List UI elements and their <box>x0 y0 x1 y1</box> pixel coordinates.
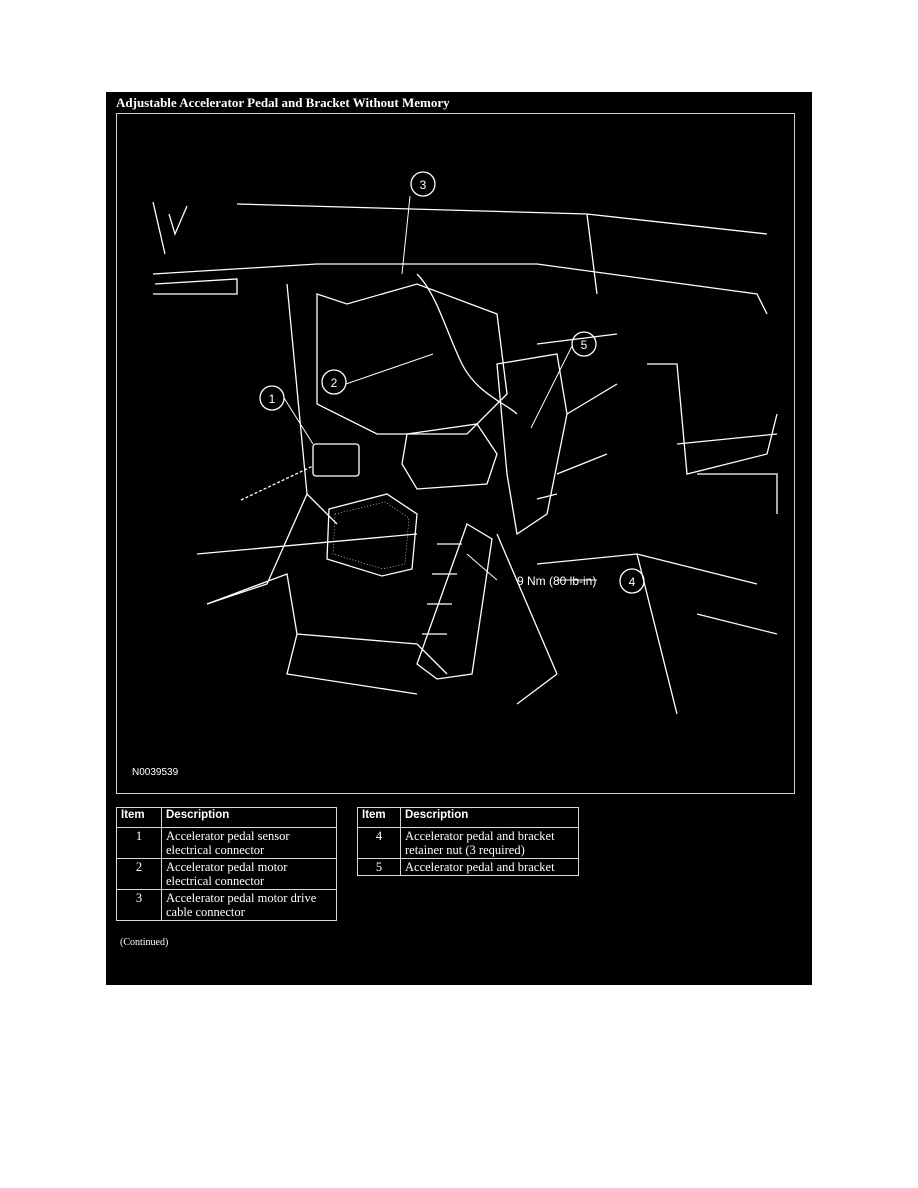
table-row: 2 Accelerator pedal motor electrical con… <box>116 858 337 890</box>
item-number: 2 <box>116 858 162 890</box>
table-header-row: Item Description <box>116 807 337 828</box>
pedal-illustration: 1 2 3 4 5 9 Nm (80 lb-in) <box>152 171 778 715</box>
table-row: 5 Accelerator pedal and bracket <box>357 858 579 876</box>
item-number: 1 <box>116 827 162 859</box>
table-header-row: Item Description <box>357 807 579 828</box>
item-number: 4 <box>357 827 401 859</box>
pedal-sensor <box>401 423 498 490</box>
item-description: Accelerator pedal motor electrical conne… <box>161 858 337 890</box>
page-title: Adjustable Accelerator Pedal and Bracket… <box>116 95 450 110</box>
item-number: 3 <box>116 889 162 921</box>
floor-panel <box>196 533 778 715</box>
callout-markers: 1 2 3 4 5 9 Nm (80 lb-in) <box>259 171 645 594</box>
callout-3: 3 <box>420 178 427 192</box>
pedal-bracket <box>496 353 568 536</box>
sensor-wire <box>240 465 314 501</box>
header-item: Item <box>357 807 401 828</box>
callout-5: 5 <box>581 338 588 352</box>
item-description: Accelerator pedal motor drive cable conn… <box>161 889 337 921</box>
brake-pedal <box>326 493 418 577</box>
sensor-connector <box>312 443 360 477</box>
item-description: Accelerator pedal and bracket <box>400 858 579 876</box>
left-wall <box>206 283 338 605</box>
illustration-frame: 1 2 3 4 5 9 Nm (80 lb-in) <box>116 113 795 794</box>
callout-4: 4 <box>629 575 636 589</box>
header-item: Item <box>116 807 162 828</box>
column-housing <box>316 283 508 435</box>
callout-1: 1 <box>269 392 276 406</box>
item-description: Accelerator pedal and bracket retainer n… <box>400 827 579 859</box>
item-description: Accelerator pedal sensor electrical conn… <box>161 827 337 859</box>
item-table-left: Item Description 1 Accelerator pedal sen… <box>116 807 337 921</box>
continued-note: (Continued) <box>120 937 169 948</box>
torque-label: 9 Nm (80 lb-in) <box>517 574 596 588</box>
header-description: Description <box>400 807 579 828</box>
callout-leaders <box>283 195 597 581</box>
figure-id: N0039539 <box>132 767 179 778</box>
bracket-bolts <box>536 333 618 500</box>
accelerator-pedal <box>416 523 493 680</box>
dash-panel <box>152 201 768 315</box>
table-row: 1 Accelerator pedal sensor electrical co… <box>116 827 337 859</box>
table-row: 4 Accelerator pedal and bracket retainer… <box>357 827 579 859</box>
right-trim <box>647 363 778 514</box>
item-table-right: Item Description 4 Accelerator pedal and… <box>357 807 579 876</box>
item-number: 5 <box>357 858 401 876</box>
table-row: 3 Accelerator pedal motor drive cable co… <box>116 889 337 921</box>
header-description: Description <box>161 807 337 828</box>
drive-cable <box>416 273 518 415</box>
callout-2: 2 <box>331 376 338 390</box>
